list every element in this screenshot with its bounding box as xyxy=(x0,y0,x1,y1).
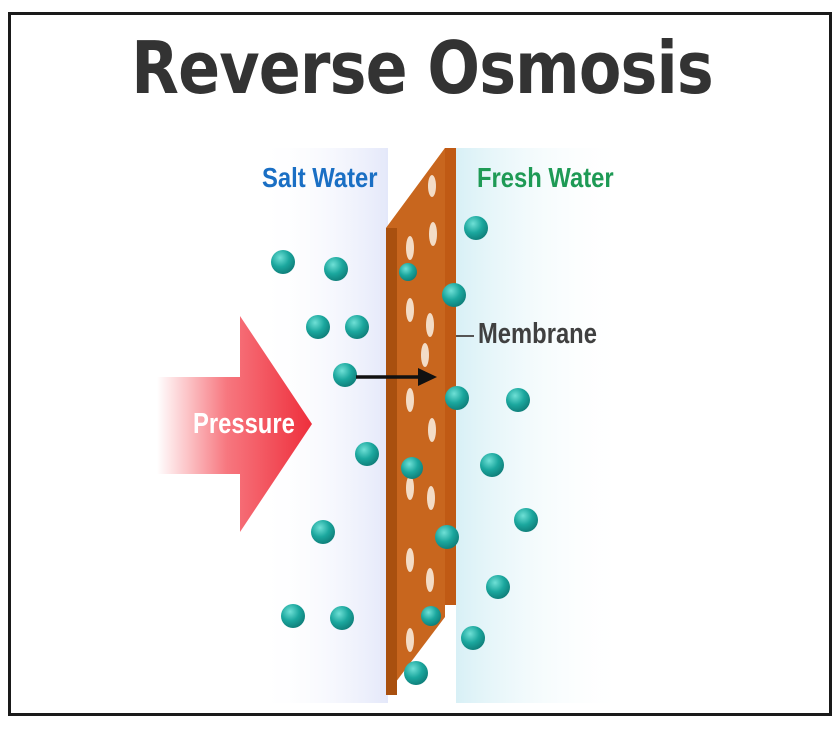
fresh-particle xyxy=(486,575,510,599)
salt-water-label: Salt Water xyxy=(262,162,378,193)
membrane-label: Membrane xyxy=(478,318,597,350)
flow-arrow xyxy=(356,368,437,386)
salt-particle xyxy=(333,363,357,387)
membrane-particle xyxy=(404,661,428,685)
diagram-title: Reverse Osmosis xyxy=(131,26,713,110)
corner-watermark xyxy=(776,726,832,738)
pressure-arrow xyxy=(157,316,312,532)
fresh-particle xyxy=(480,453,504,477)
salt-particle xyxy=(311,520,335,544)
membrane-particles xyxy=(399,263,441,685)
membrane-pore xyxy=(406,548,414,572)
membrane-particle xyxy=(401,457,423,479)
salt-particle xyxy=(324,257,348,281)
membrane-pore xyxy=(406,298,414,322)
membrane-shadow-edge xyxy=(386,228,397,695)
membrane-front xyxy=(386,148,445,695)
membrane-pore xyxy=(426,313,434,337)
membrane-pore xyxy=(421,343,429,367)
salt-particle xyxy=(355,442,379,466)
salt-water-particles xyxy=(271,250,379,630)
fresh-particle xyxy=(464,216,488,240)
membrane-pore xyxy=(406,236,414,260)
fresh-particle xyxy=(506,388,530,412)
fresh-particle xyxy=(445,386,469,410)
membrane-particle xyxy=(421,606,441,626)
membrane-pore xyxy=(406,628,414,652)
fresh-particle xyxy=(461,626,485,650)
membrane-side xyxy=(445,148,456,605)
pressure-label: Pressure xyxy=(193,408,295,440)
fresh-water-particles xyxy=(435,216,538,650)
membrane-pore xyxy=(428,418,436,442)
salt-particle xyxy=(306,315,330,339)
fresh-water-region xyxy=(456,148,626,703)
fresh-particle xyxy=(514,508,538,532)
membrane-pore xyxy=(406,388,414,412)
salt-particle xyxy=(345,315,369,339)
membrane-pore xyxy=(427,486,435,510)
salt-particle xyxy=(281,604,305,628)
salt-particle xyxy=(330,606,354,630)
membrane-pore xyxy=(428,175,436,197)
membrane-pore xyxy=(426,568,434,592)
fresh-particle xyxy=(435,525,459,549)
membrane-pore xyxy=(429,222,437,246)
membrane-particle xyxy=(399,263,417,281)
fresh-particle xyxy=(442,283,466,307)
salt-particle xyxy=(271,250,295,274)
fresh-water-label: Fresh Water xyxy=(477,162,614,193)
membrane-pore xyxy=(406,476,414,500)
membrane xyxy=(386,148,456,695)
membrane-pores xyxy=(406,175,437,652)
